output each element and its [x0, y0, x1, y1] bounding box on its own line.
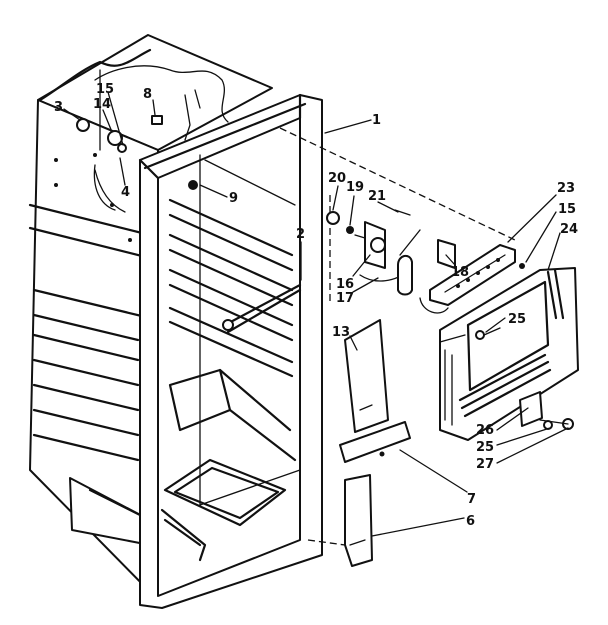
- callout-3: 3: [54, 100, 63, 115]
- callout-14: 14: [93, 97, 111, 112]
- callout-20: 20: [328, 171, 346, 186]
- callout-8: 8: [143, 87, 152, 102]
- callout-27: 27: [476, 457, 494, 472]
- callout-labels: 1 2 3 4 6 7 8 9 13 14 15 15 16 17 18 19 …: [54, 82, 578, 529]
- callout-4: 4: [121, 185, 130, 200]
- refrigerator-cabinet: [28, 34, 287, 601]
- callout-17: 17: [336, 291, 354, 306]
- control-assembly: [279, 127, 579, 567]
- callout-16: 16: [336, 277, 354, 292]
- callout-18: 18: [451, 265, 469, 280]
- callout-13: 13: [332, 325, 350, 340]
- callout-21: 21: [368, 189, 386, 204]
- callout-7: 7: [467, 492, 476, 507]
- cabinet-front-frame: [76, 89, 323, 609]
- callout-6: 6: [466, 514, 475, 529]
- leader-lines: [63, 91, 569, 537]
- callout-26: 26: [476, 423, 494, 438]
- callout-2: 2: [296, 227, 305, 242]
- callout-15-right: 15: [558, 202, 576, 217]
- callout-25-bottom: 25: [476, 440, 494, 455]
- callout-15-left: 15: [96, 82, 114, 97]
- callout-25-top: 25: [508, 312, 526, 327]
- callout-23: 23: [557, 181, 575, 196]
- callout-9: 9: [229, 191, 238, 206]
- callout-1: 1: [372, 113, 381, 128]
- callout-19: 19: [346, 180, 364, 195]
- callout-24: 24: [560, 222, 578, 237]
